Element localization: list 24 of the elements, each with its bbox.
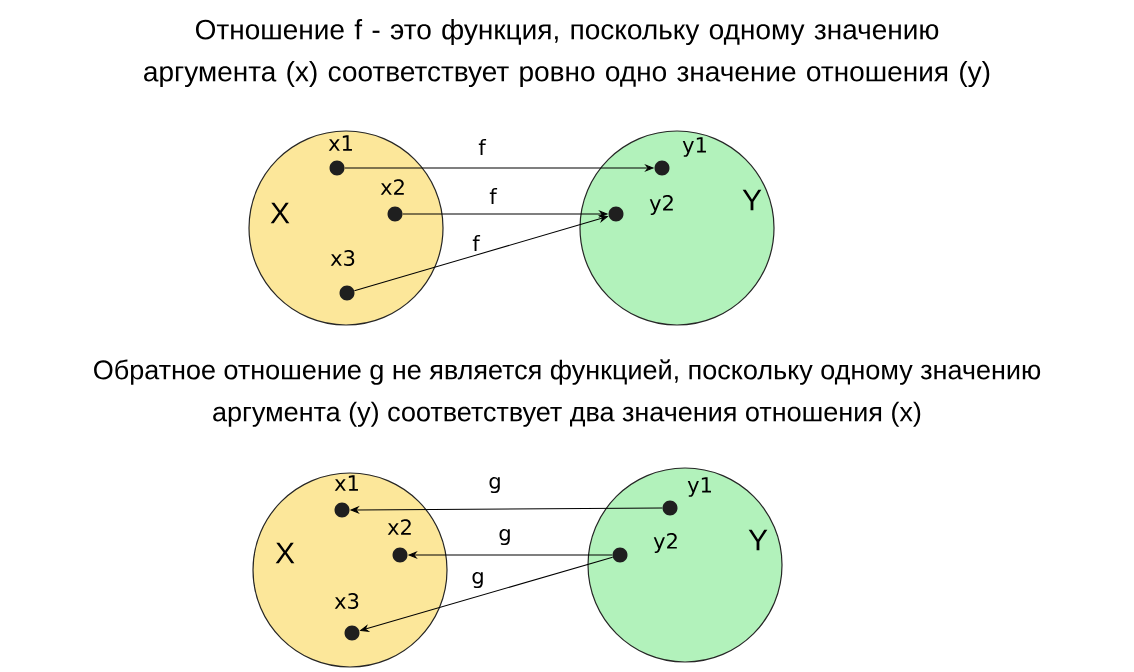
- edge-label: f: [488, 187, 498, 205]
- edge-label: f: [471, 234, 481, 252]
- heading: Обратное отношение g не является функцией, поскольку одному значению аргумента (y) соответствует два значения отношения (x): [94, 359, 1041, 427]
- heading: Отношение f - это функция, поскольку одному значению аргумента (x) соответствует ровно одно значение отношения (y): [144, 18, 990, 88]
- point-label: y1: [687, 477, 711, 497]
- point-label: x2: [380, 179, 404, 195]
- point-label: y1: [682, 137, 706, 157]
- point-label: y2: [649, 195, 673, 215]
- arrow: [360, 556, 614, 632]
- edge-label: g: [497, 527, 513, 547]
- point-label: x2: [387, 519, 411, 535]
- arrow: [350, 506, 663, 514]
- arrow: [353, 215, 608, 292]
- point-label: x3: [334, 593, 359, 609]
- arrow: [402, 210, 608, 218]
- edge-label: g: [487, 475, 503, 495]
- edge-label: f: [477, 138, 487, 156]
- point-label: x1: [334, 475, 358, 491]
- arrow: [344, 164, 654, 172]
- point-label: x3: [330, 250, 355, 266]
- point-label: y2: [653, 533, 677, 553]
- arrow: [408, 551, 613, 559]
- point-label: x1: [328, 135, 352, 151]
- edge-label: g: [470, 570, 486, 590]
